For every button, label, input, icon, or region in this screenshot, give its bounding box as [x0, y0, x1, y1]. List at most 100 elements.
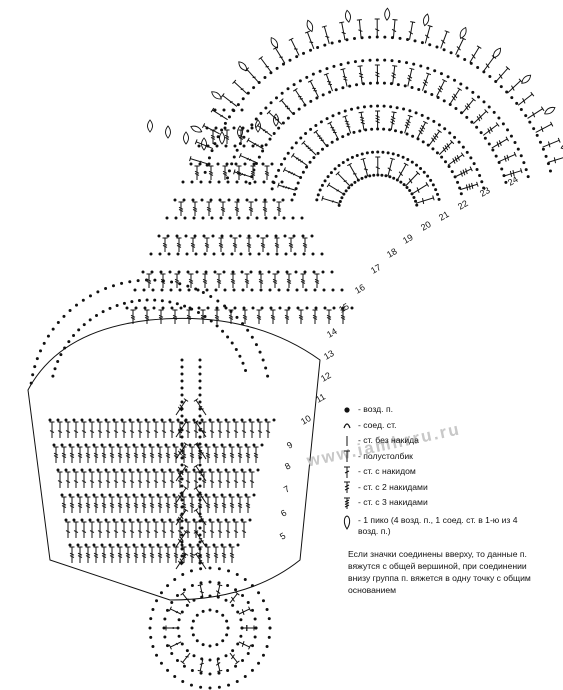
stitch-mark [325, 35, 330, 38]
chart-outline [27, 317, 321, 601]
stitch-mark [530, 91, 535, 97]
chain-dot [180, 358, 184, 362]
stitch-mark [81, 530, 87, 534]
chain-dot [228, 443, 232, 447]
chain-dot [115, 304, 119, 308]
chain-dot [198, 540, 202, 544]
chain-dot [241, 97, 245, 101]
stitch-mark [304, 30, 310, 34]
chain-dot [88, 418, 92, 422]
chain-dot [207, 162, 211, 166]
chain-dot [212, 443, 216, 447]
stitch-mark [302, 242, 308, 246]
chain-dot [311, 72, 315, 76]
stitch-mark [238, 153, 242, 159]
stitch-mark [221, 555, 227, 559]
stitch-mark [438, 141, 453, 155]
stitch-mark [189, 455, 195, 459]
chain-dot [180, 386, 184, 390]
stitch-mark [498, 153, 516, 163]
chain-dot [198, 561, 202, 565]
chain-dot [176, 518, 180, 522]
chain-dot [178, 282, 182, 286]
chain-dot [180, 477, 184, 481]
stitch-mark [485, 63, 490, 69]
stitch-mark [347, 162, 352, 167]
stitch-mark [307, 147, 311, 150]
stitch-mark [101, 455, 107, 459]
stitch-mark [195, 399, 207, 416]
chain-dot [290, 146, 294, 150]
stitch-mark [199, 659, 204, 672]
chain-dot [72, 468, 76, 472]
stitch-mark [168, 644, 172, 650]
stitch-mark [141, 505, 147, 509]
chain-dot [469, 61, 473, 65]
legend-label: - ст. с 3 накидами [358, 497, 428, 508]
chain-dot [516, 147, 520, 151]
stitch-mark [410, 21, 416, 24]
chain-dot [191, 633, 195, 637]
chain-dot [257, 591, 261, 595]
stitch-mark [248, 208, 254, 212]
chain-dot [233, 306, 237, 310]
chain-dot [338, 39, 342, 43]
chain-dot [180, 512, 184, 516]
stitch-mark [323, 26, 330, 44]
stitch-mark [228, 314, 234, 318]
stitch-mark [193, 480, 199, 484]
legend-item: - ст. с 2 накидами [340, 480, 555, 496]
stitch-mark [547, 141, 551, 148]
chain-dot [343, 109, 347, 113]
stitch-mark [173, 552, 179, 556]
chain-dot [442, 99, 446, 103]
stitch-mark [77, 505, 83, 509]
stitch-mark [173, 505, 179, 509]
chain-dot [341, 306, 345, 310]
stitch-mark [185, 530, 191, 534]
stitch-mark [217, 480, 223, 484]
chain-dot [532, 127, 536, 131]
stitch-mark [422, 198, 425, 205]
chain-dot [453, 135, 457, 139]
chain-dot [267, 617, 271, 621]
stitch-mark [282, 185, 285, 188]
stitch-mark [236, 172, 242, 176]
stitch-mark [478, 114, 483, 120]
chain-dot [406, 157, 410, 161]
chain-dot [258, 350, 262, 354]
chain-dot [132, 443, 136, 447]
stitch-mark [314, 280, 320, 284]
chain-dot [310, 234, 314, 238]
stitch-mark [69, 502, 75, 506]
chain-dot [186, 284, 190, 288]
stitch-mark [173, 555, 179, 559]
chain-dot [292, 192, 296, 196]
chain-dot [155, 599, 159, 603]
chain-dot [294, 187, 298, 191]
stitch-mark [178, 206, 184, 210]
chain-dot [246, 600, 250, 604]
stitch-mark [482, 124, 498, 136]
stitch-mark [216, 278, 222, 282]
chain-dot [226, 176, 230, 180]
stitch-mark [188, 280, 194, 284]
stitch-mark [454, 168, 472, 178]
stitch-mark [109, 552, 115, 556]
stitch-mark [328, 184, 345, 195]
chain-dot [141, 270, 145, 274]
chain-dot [160, 418, 164, 422]
legend-label: - ст. с накидом [358, 466, 416, 477]
chain-dot [321, 270, 325, 274]
stitch-mark [260, 244, 266, 248]
chain-dot [68, 443, 72, 447]
chain-dot [311, 252, 315, 256]
chain-dot [150, 270, 154, 274]
chain-dot [376, 173, 380, 177]
picot-mark [521, 74, 532, 84]
chain-dot [180, 533, 184, 537]
stitch-mark [161, 530, 167, 534]
chain-dot [333, 167, 337, 171]
chain-dot [271, 180, 275, 184]
chain-dot [170, 600, 174, 604]
